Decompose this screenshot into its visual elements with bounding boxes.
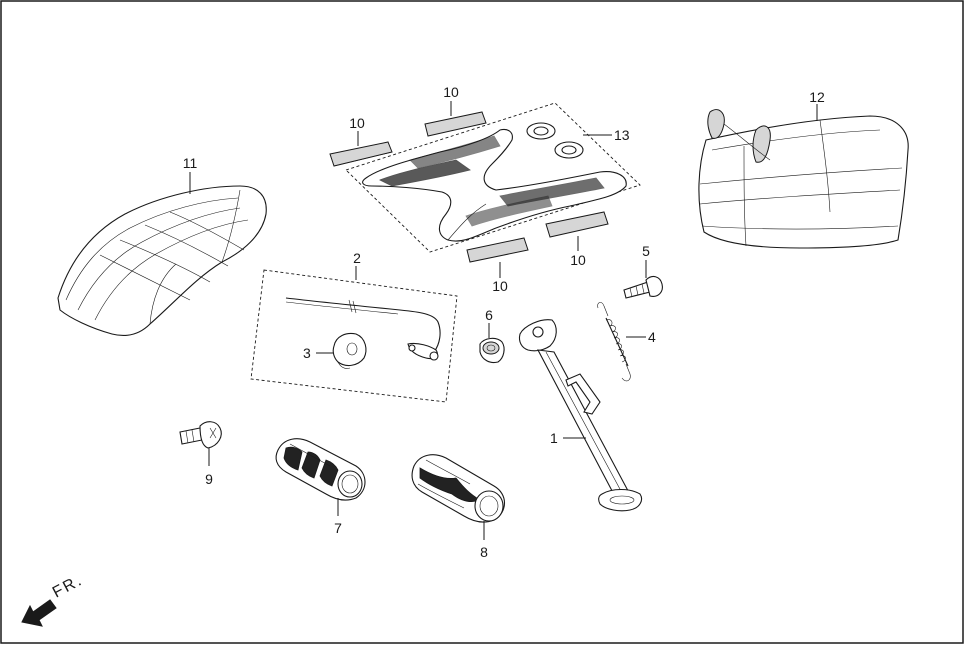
callout-11: 11 (183, 155, 198, 171)
part-4-spring[interactable] (597, 302, 631, 382)
part-5-bolt[interactable] (623, 275, 663, 299)
part-10-rubber-pad-a[interactable] (329, 141, 393, 167)
callout-2: 2 (353, 250, 361, 266)
part-1-side-stand[interactable] (518, 319, 643, 512)
callout-10b: 10 (443, 84, 459, 100)
callout-9: 9 (205, 471, 213, 487)
callout-7: 7 (334, 520, 342, 536)
part-9-screw[interactable] (179, 421, 222, 449)
callout-10c: 10 (492, 278, 508, 294)
part-7-handle-grip-left[interactable] (275, 438, 366, 501)
part-12-seat-cover[interactable] (698, 109, 909, 249)
part-2-cable-assembly[interactable] (250, 269, 458, 403)
part-3-cable-holder[interactable] (332, 332, 367, 369)
callout-8: 8 (480, 544, 488, 560)
part-13-floor-mat-group[interactable] (345, 102, 641, 253)
front-label: FR. (50, 572, 86, 602)
part-10-rubber-pad-c[interactable] (466, 237, 529, 263)
callout-5: 5 (642, 243, 650, 259)
callout-13: 13 (614, 127, 630, 143)
callout-10d: 10 (570, 252, 586, 268)
callout-10a: 10 (349, 115, 365, 131)
part-10-rubber-pad-d[interactable] (545, 211, 609, 238)
part-8-handle-grip-right[interactable] (411, 454, 506, 523)
callout-12: 12 (809, 89, 825, 105)
part-11-seat[interactable] (57, 185, 267, 337)
part-10-rubber-pad-b[interactable] (424, 111, 487, 137)
callout-6: 6 (485, 307, 493, 323)
callout-3: 3 (303, 345, 311, 361)
callout-1: 1 (550, 430, 558, 446)
front-arrow-icon (21, 599, 57, 627)
callout-4: 4 (648, 329, 656, 345)
part-6-nut[interactable] (479, 337, 505, 364)
front-direction-indicator: FR. (21, 572, 86, 627)
